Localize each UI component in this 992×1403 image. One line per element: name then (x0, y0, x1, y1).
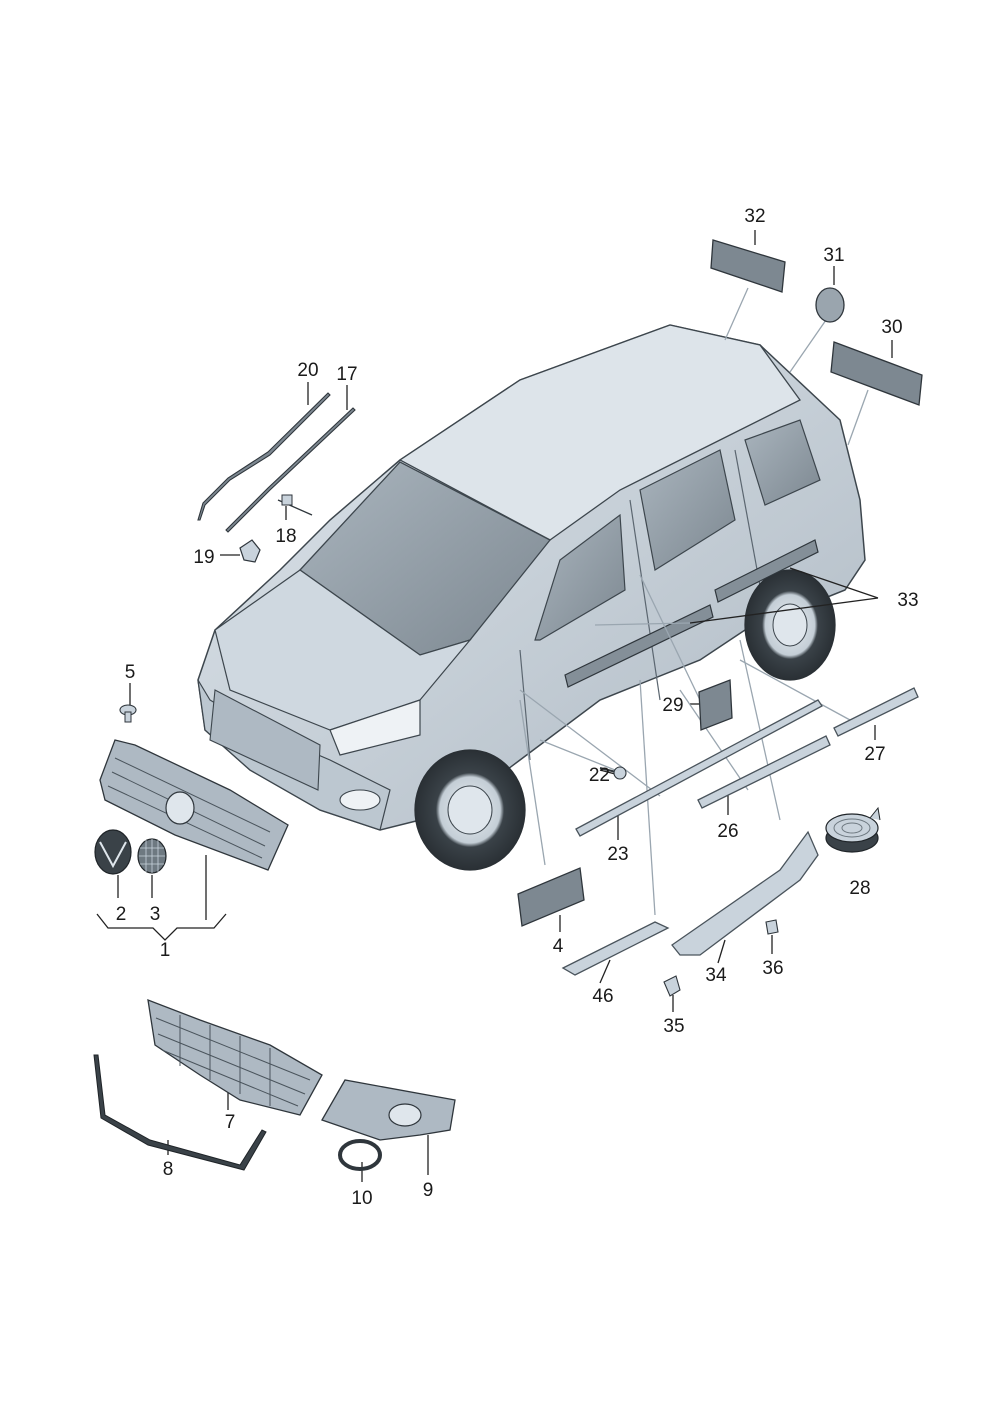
part-32-decal (710, 239, 786, 293)
callout-28: 28 (849, 878, 870, 899)
part-10-ring (338, 1139, 382, 1171)
callout-10: 10 (351, 1188, 372, 1209)
part-29-pad (698, 679, 733, 731)
part-8-trim (93, 1054, 267, 1171)
part-30-decal (830, 341, 923, 406)
part-18-clip (277, 494, 313, 516)
part-7-lower-grille (147, 998, 323, 1116)
vehicle-body (197, 324, 866, 831)
part-17-trim (225, 407, 356, 533)
callout-2: 2 (116, 904, 127, 925)
callout-9: 9 (423, 1180, 434, 1201)
callout-labels: 32 31 30 20 17 18 19 33 5 29 27 22 26 23… (116, 206, 919, 1209)
callout-32: 32 (744, 206, 765, 227)
part-27-strip (833, 687, 919, 737)
leader-lines (96, 230, 893, 1182)
part-31-emblem (815, 287, 845, 323)
callout-18: 18 (275, 526, 296, 547)
part-4-pad (517, 867, 585, 927)
part-46-sill (561, 921, 670, 976)
callout-46: 46 (592, 986, 613, 1007)
part-20-trim (197, 392, 331, 521)
part-1-upper-grille (99, 739, 289, 871)
callout-20: 20 (297, 360, 318, 381)
callout-35: 35 (663, 1016, 684, 1037)
part-35-clip (663, 975, 681, 997)
part-36-clip (765, 919, 779, 935)
callout-29: 29 (662, 695, 683, 716)
callout-34: 34 (705, 965, 727, 986)
part-26-strip (697, 735, 831, 809)
side-strips-on-body (564, 539, 819, 688)
callout-26: 26 (717, 821, 738, 842)
part-28-tape-roll (825, 806, 881, 853)
callout-36: 36 (762, 958, 783, 979)
callout-7: 7 (225, 1112, 236, 1133)
front-wheel (414, 749, 526, 871)
callout-33: 33 (897, 590, 918, 611)
part-22-screw (599, 766, 627, 780)
callout-4: 4 (553, 936, 564, 957)
part-19-clip (239, 539, 261, 563)
part-5-screw (119, 704, 137, 723)
callout-5: 5 (125, 662, 136, 683)
callout-8: 8 (163, 1159, 174, 1180)
part-34-sill-cover (671, 830, 819, 956)
part-2-emblem (94, 829, 132, 875)
part-9-fog-cover (321, 1079, 456, 1141)
callout-23: 23 (607, 844, 628, 865)
callout-17: 17 (336, 364, 357, 385)
callout-30: 30 (881, 317, 902, 338)
rear-wheel (744, 569, 836, 681)
callout-31: 31 (823, 245, 844, 266)
part-23-strip (575, 699, 823, 837)
part-3-mesh (137, 838, 167, 874)
callout-19: 19 (193, 547, 214, 568)
callout-22: 22 (589, 765, 610, 786)
callout-3: 3 (150, 904, 161, 925)
callout-1: 1 (160, 940, 171, 961)
callout-27: 27 (864, 744, 885, 765)
